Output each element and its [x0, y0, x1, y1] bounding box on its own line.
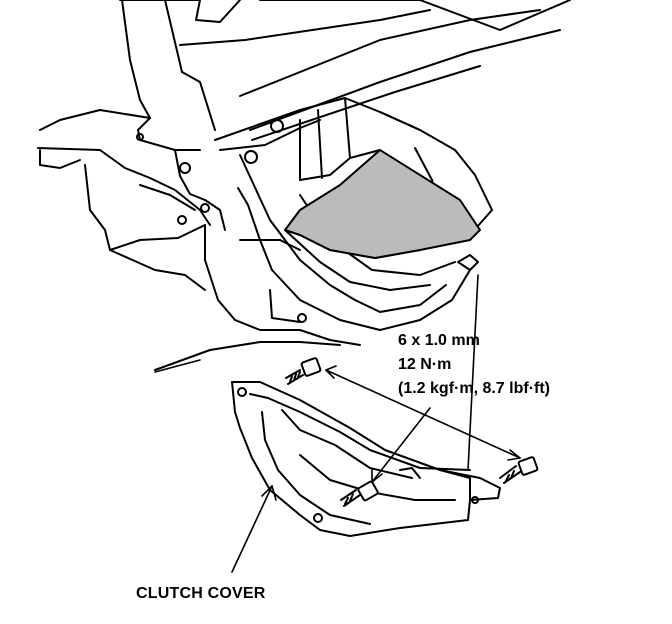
- bolt-icon: [499, 456, 539, 484]
- torque-alt-label: (1.2 kgf·m, 8.7 lbf·ft): [398, 380, 551, 397]
- timing-cover-shading: [284, 149, 481, 259]
- torque-label: 12 N·m: [398, 356, 452, 373]
- bolt-icon: [340, 480, 379, 507]
- clutch-cover-callout: CLUTCH COVER: [136, 585, 266, 602]
- bolt-icon: [285, 357, 322, 385]
- arrow-icon: [154, 274, 521, 573]
- clutch-cover-plate: [231, 381, 501, 537]
- engine-block: [37, 0, 571, 371]
- bolt-size-label: 6 x 1.0 mm: [398, 332, 480, 349]
